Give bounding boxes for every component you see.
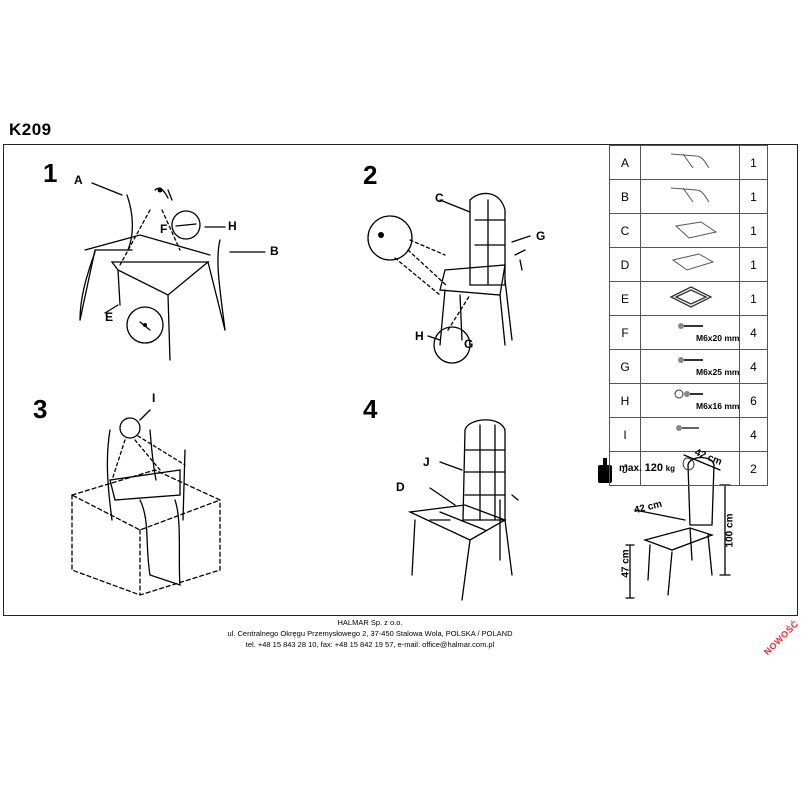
- part-quantity: 4: [739, 315, 768, 350]
- part-letter: A: [609, 145, 641, 180]
- part-label: J: [423, 455, 430, 469]
- dimension-seat-height: 47 cm: [620, 549, 632, 578]
- max-load: max. 120 kg: [619, 462, 676, 474]
- part-letter: B: [609, 179, 641, 214]
- part-label: C: [435, 191, 444, 205]
- cap-icon: [682, 457, 695, 471]
- part-label: H: [415, 329, 424, 343]
- footer-contact: tel. +48 15 843 28 10, fax: +48 15 842 1…: [245, 640, 495, 649]
- part-quantity: 1: [739, 247, 768, 282]
- part-picture: M6x16 mm: [640, 383, 740, 418]
- weight-icon: [598, 465, 612, 483]
- part-size: M6x25 mm: [696, 367, 740, 377]
- part-quantity: 6: [739, 383, 768, 418]
- step1-drawing: [79, 182, 266, 361]
- part-label: G: [536, 229, 546, 243]
- part-picture: [640, 145, 740, 180]
- step-number: 4: [363, 394, 378, 424]
- step-number: 2: [363, 160, 378, 190]
- part-label: H: [228, 219, 237, 233]
- part-picture: [640, 451, 740, 486]
- part-letter: H: [609, 383, 641, 418]
- bolt-icon: [678, 323, 703, 329]
- bolt-icon: [678, 357, 703, 363]
- step3-drawing: [70, 409, 222, 596]
- part-label: I: [152, 391, 156, 405]
- part-picture: [640, 247, 740, 282]
- part-label: D: [396, 480, 405, 494]
- part-picture: M6x20 mm: [640, 315, 740, 350]
- washer-bolt-icon: [674, 389, 703, 399]
- part-quantity: 4: [739, 349, 768, 384]
- part-letter: D: [609, 247, 641, 282]
- part-label: B: [270, 244, 279, 258]
- part-quantity: 4: [739, 417, 768, 452]
- seat-frame-icon: [669, 286, 713, 308]
- footer-address: ul. Centralnego Okręgu Przemysłowego 2, …: [227, 629, 513, 638]
- part-picture: [640, 179, 740, 214]
- part-picture: M6x25 mm: [640, 349, 740, 384]
- part-letter: I: [609, 417, 641, 452]
- part-letter: C: [609, 213, 641, 248]
- part-label: E: [105, 310, 114, 324]
- step-number: 1: [43, 158, 58, 188]
- part-label: F: [160, 222, 168, 236]
- part-letter: E: [609, 281, 641, 316]
- part-label: G: [464, 337, 474, 351]
- part-size: M6x16 mm: [696, 401, 740, 411]
- part-label: A: [74, 173, 83, 187]
- instruction-frame: [3, 144, 798, 616]
- part-quantity: 1: [739, 179, 768, 214]
- footer-company: HALMAR Sp. z o.o.: [337, 618, 403, 627]
- seat-cushion-icon: [671, 253, 715, 271]
- part-quantity: 1: [739, 213, 768, 248]
- part-picture: [640, 281, 740, 316]
- frame-leg-icon: [670, 153, 710, 169]
- part-letter: F: [609, 315, 641, 350]
- part-letter: G: [609, 349, 641, 384]
- step2-drawing: [367, 192, 531, 364]
- dimension-height: 100 cm: [724, 513, 736, 548]
- part-letter: J: [609, 451, 641, 486]
- document-title: K209: [9, 120, 52, 139]
- part-picture: [640, 213, 740, 248]
- part-quantity: 1: [739, 281, 768, 316]
- part-quantity: 1: [739, 145, 768, 180]
- part-size: M6x20 mm: [696, 333, 740, 343]
- step-number: 3: [33, 394, 48, 424]
- frame-leg-icon: [670, 187, 710, 203]
- part-quantity: 2: [739, 451, 768, 486]
- step4-drawing: [407, 419, 519, 601]
- backrest-icon: [674, 221, 718, 239]
- part-picture: [640, 417, 740, 452]
- screw-icon: [676, 425, 699, 431]
